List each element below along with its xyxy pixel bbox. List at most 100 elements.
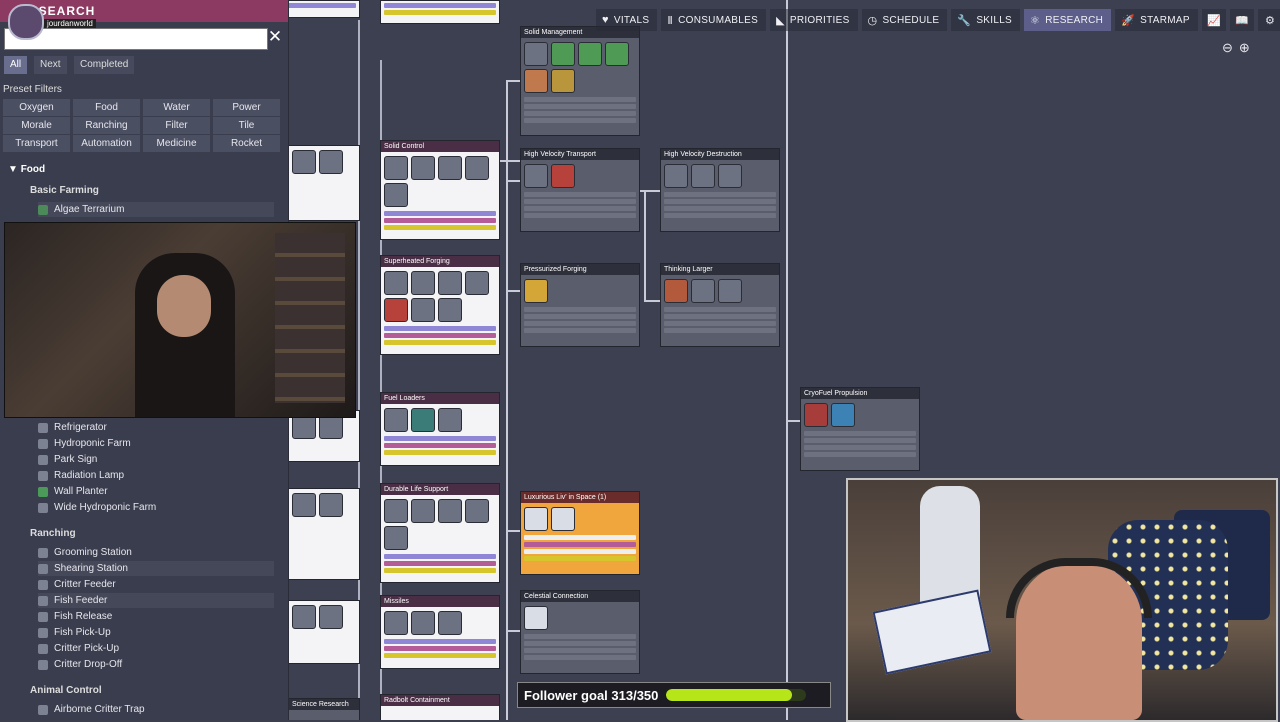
research-card-pressurized-forging[interactable]: Pressurized Forging — [520, 263, 640, 347]
list-item[interactable]: Hydroponic Farm — [38, 436, 274, 451]
filter-completed[interactable]: Completed — [74, 56, 135, 74]
tree-connector — [506, 630, 520, 632]
research-card-luxurious-living-in-space[interactable]: Luxurious Liv' in Space (1) — [520, 491, 640, 575]
research-card-title: High Velocity Destruction — [661, 149, 779, 160]
list-item[interactable]: Wall Planter — [38, 484, 274, 499]
preset-water[interactable]: Water — [143, 99, 210, 116]
codex-icon: 📖 — [1235, 14, 1249, 27]
research-card-partial[interactable] — [288, 0, 360, 18]
wide-hydroponic-farm-icon — [38, 502, 48, 513]
list-item[interactable]: Grooming Station — [38, 545, 274, 560]
tree-connector — [506, 80, 508, 720]
research-card-high-velocity-transport[interactable]: High Velocity Transport — [520, 148, 640, 232]
research-card-title: High Velocity Transport — [521, 149, 639, 160]
research-card-fuel-loaders[interactable]: Fuel Loaders — [380, 392, 500, 466]
research-tree-canvas[interactable]: Science Research Solid Management Solid … — [288, 0, 1280, 720]
research-card-cryofuel-propulsion[interactable]: CryoFuel Propulsion — [800, 387, 920, 471]
preset-automation[interactable]: Automation — [73, 135, 140, 152]
tree-connector — [644, 300, 660, 302]
zoom-in-icon[interactable]: ⊕ — [1238, 40, 1250, 55]
research-card-title: Solid Management — [521, 27, 639, 38]
preset-tile[interactable]: Tile — [213, 117, 280, 134]
follower-goal-bar — [666, 689, 807, 701]
shearing-station-icon — [38, 563, 48, 574]
research-card-partial[interactable] — [380, 0, 500, 24]
list-item[interactable]: Algae Terrarium — [38, 202, 274, 217]
list-item[interactable]: Critter Feeder — [38, 577, 274, 592]
research-card-partial[interactable] — [288, 145, 360, 221]
preset-rocket[interactable]: Rocket — [213, 135, 280, 152]
list-item[interactable]: Fish Feeder — [38, 593, 274, 608]
nav-schedule[interactable]: ◷ SCHEDULE — [861, 9, 948, 31]
research-card-solid-management[interactable]: Solid Management — [520, 26, 640, 136]
research-card-thinking-larger[interactable]: Thinking Larger — [660, 263, 780, 347]
research-card-title: Durable Life Support — [381, 484, 499, 495]
stats-button[interactable]: 📈 — [1201, 9, 1226, 31]
preset-morale[interactable]: Morale — [3, 117, 70, 134]
critter-feeder-icon — [38, 579, 48, 590]
research-card-radbolt-containment[interactable]: Radbolt Containment — [380, 694, 500, 720]
settings-icon: ⚙ — [1264, 14, 1275, 27]
list-item[interactable]: Park Sign — [38, 452, 274, 467]
tree-connector — [380, 60, 382, 720]
list-item[interactable]: Critter Pick-Up — [38, 641, 274, 656]
nav-priorities[interactable]: ◣PRIORITIES — [770, 9, 858, 31]
airborne-critter-trap-icon — [38, 704, 48, 715]
list-item[interactable]: Fish Pick-Up — [38, 625, 274, 640]
item-label: Algae Terrarium — [54, 204, 125, 215]
nav-label: RESEARCH — [1045, 14, 1104, 26]
item-label: Wide Hydroponic Farm — [54, 502, 157, 513]
preset-transport[interactable]: Transport — [3, 135, 70, 152]
item-label: Refrigerator — [54, 422, 107, 433]
tree-connector — [506, 180, 520, 182]
list-item[interactable]: Critter Drop-Off — [38, 657, 274, 672]
preset-food[interactable]: Food — [73, 99, 140, 116]
research-card-celestial-connection[interactable]: Celestial Connection — [520, 590, 640, 674]
filter-next[interactable]: Next — [34, 56, 67, 74]
research-card-high-velocity-destruction[interactable]: High Velocity Destruction — [660, 148, 780, 232]
clock-icon: ◷ — [867, 14, 878, 27]
preset-ranching[interactable]: Ranching — [73, 117, 140, 134]
nav-research[interactable]: ⚛RESEARCH — [1024, 9, 1112, 31]
nav-vitals[interactable]: ♥VITALS — [596, 9, 658, 31]
research-card-partial[interactable] — [288, 488, 360, 580]
preset-filter[interactable]: Filter — [143, 117, 210, 134]
nav-label: VITALS — [613, 14, 650, 26]
preset-oxygen[interactable]: Oxygen — [3, 99, 70, 116]
research-card-solid-control[interactable]: Solid Control — [380, 140, 500, 240]
research-card-superheated-forging[interactable]: Superheated Forging — [380, 255, 500, 355]
webcam-person-face — [157, 275, 211, 337]
search-input[interactable] — [4, 28, 268, 50]
critter-drop-off-icon — [38, 659, 48, 670]
tree-connector — [506, 530, 520, 532]
filter-all[interactable]: All — [4, 56, 28, 74]
settings-button[interactable]: ⚙ — [1257, 9, 1280, 31]
follower-goal-fill — [666, 689, 792, 701]
research-card-durable-life-support[interactable]: Durable Life Support — [380, 483, 500, 583]
research-card-science-research[interactable]: Science Research — [288, 698, 360, 720]
codex-button[interactable]: 📖 — [1229, 9, 1254, 31]
research-card-partial[interactable] — [288, 410, 360, 462]
list-item[interactable]: Fish Release — [38, 609, 274, 624]
list-item[interactable]: Airborne Critter Trap — [38, 702, 274, 717]
research-card-title: Celestial Connection — [521, 591, 639, 602]
list-item[interactable]: Radiation Lamp — [38, 468, 274, 483]
list-item[interactable]: Wide Hydroponic Farm — [38, 500, 274, 515]
rocket-icon: 🚀 — [1121, 14, 1136, 27]
list-item[interactable]: Shearing Station — [38, 561, 274, 576]
preset-power[interactable]: Power — [213, 99, 280, 116]
nav-label: CONSUMABLES — [678, 14, 759, 26]
list-item[interactable]: Refrigerator — [38, 420, 274, 435]
close-icon[interactable]: ✕ — [267, 27, 283, 46]
nav-skills[interactable]: 🔧SKILLS — [951, 9, 1021, 31]
research-card-missiles[interactable]: Missiles — [380, 595, 500, 669]
nav-label: SCHEDULE — [882, 14, 940, 26]
preset-medicine[interactable]: Medicine — [143, 135, 210, 152]
nav-starmap[interactable]: 🚀STARMAP — [1115, 9, 1198, 31]
zoom-out-icon[interactable]: ⊖ — [1222, 40, 1233, 55]
item-label: Fish Feeder — [54, 595, 108, 606]
wrench-icon: 🔧 — [957, 14, 972, 27]
category-food[interactable]: ▼ Food — [8, 164, 45, 175]
research-card-partial[interactable] — [288, 600, 360, 664]
